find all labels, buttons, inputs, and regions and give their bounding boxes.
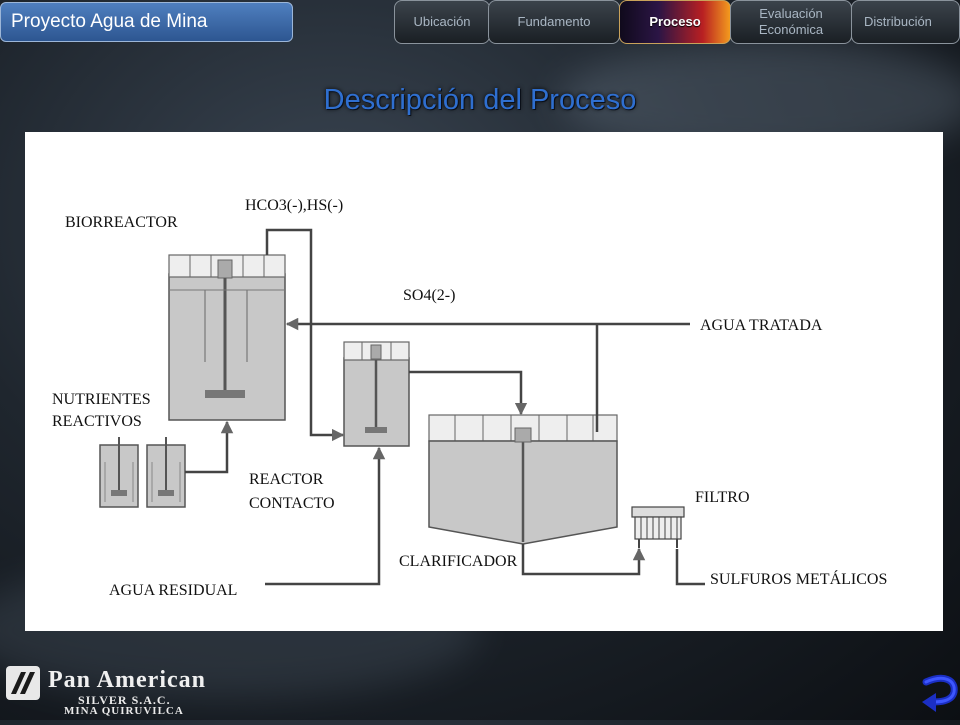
biorreactor-tank: [168, 254, 286, 421]
tab-distribucion[interactable]: Distribución: [851, 0, 960, 44]
label-reactivos: REACTIVOS: [52, 413, 142, 430]
label-agua-tratada: AGUA TRATADA: [700, 317, 823, 334]
clarificador-tank: [428, 414, 618, 545]
project-title: Proyecto Agua de Mina: [0, 2, 293, 42]
process-diagram: BIORREACTOR HCO3(-),HS(-) SO4(2-) AGUA T…: [25, 132, 943, 631]
label-nutrientes: NUTRIENTES: [52, 391, 151, 408]
tab-ubicacion[interactable]: Ubicación: [394, 0, 490, 44]
filtro-unit: [631, 506, 685, 548]
label-clarificador: CLARIFICADOR: [399, 553, 518, 570]
label-reactor: REACTOR: [249, 471, 324, 488]
tab-fundamento[interactable]: Fundamento: [488, 0, 620, 44]
nutrient-tanks: [99, 437, 186, 508]
pan-american-logo-icon: [6, 666, 40, 700]
top-navigation: Ubicación Fundamento Proceso Evaluación …: [0, 0, 960, 46]
tab-evaluacion-economica[interactable]: Evaluación Económica: [730, 0, 852, 44]
label-agua-residual: AGUA RESIDUAL: [109, 582, 237, 599]
label-hco3-hs: HCO3(-),HS(-): [245, 197, 343, 214]
tab-proceso[interactable]: Proceso: [619, 0, 731, 44]
pan-american-logo: Pan American SILVER S.A.C. MINA QUIRUVIL…: [6, 663, 246, 720]
label-biorreactor: BIORREACTOR: [65, 214, 178, 231]
logo-mine: MINA QUIRUVILCA: [64, 705, 184, 717]
label-contacto: CONTACTO: [249, 495, 335, 512]
piping: [185, 228, 705, 586]
label-so4: SO4(2-): [403, 287, 455, 304]
return-arrow-icon[interactable]: [918, 672, 960, 720]
label-sulfuros-metalicos: SULFUROS METÁLICOS: [710, 569, 887, 588]
page-title: Descripción del Proceso: [323, 84, 637, 116]
process-diagram-svg: BIORREACTOR HCO3(-),HS(-) SO4(2-) AGUA T…: [52, 197, 887, 599]
reactor-contacto-tank: [343, 341, 410, 447]
logo-name: Pan American: [48, 667, 206, 693]
label-filtro: FILTRO: [695, 489, 750, 506]
logo-subtitle: SILVER S.A.C.: [78, 693, 171, 707]
